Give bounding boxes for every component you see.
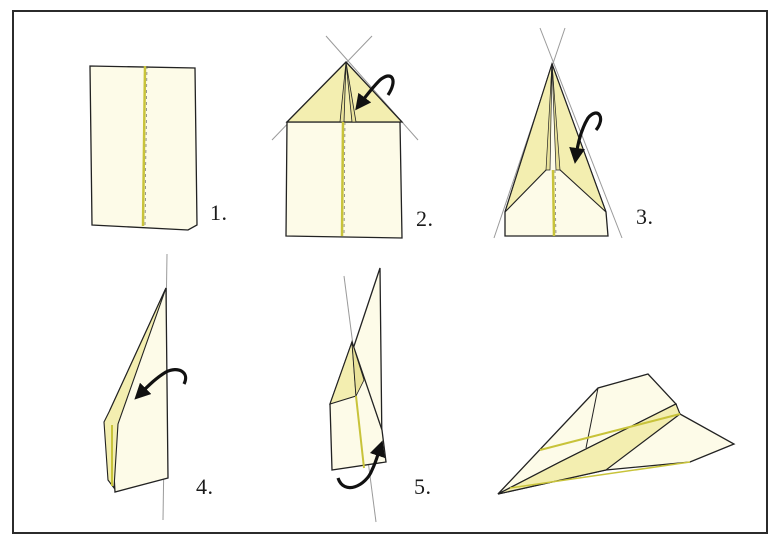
step-3-figure bbox=[493, 27, 623, 239]
step-2-number: 2. bbox=[416, 206, 434, 231]
step-3-fold-arrow bbox=[569, 111, 603, 164]
step-3-number: 3. bbox=[636, 204, 654, 229]
finished-paper-airplane bbox=[497, 373, 736, 495]
step-1-center-crease bbox=[141, 65, 147, 227]
step-4-side-flap bbox=[103, 287, 167, 490]
step-5-fold-arrow bbox=[336, 440, 386, 490]
step-1-number: 1. bbox=[210, 200, 228, 225]
step-5-figure bbox=[329, 267, 387, 523]
step-2-figure bbox=[271, 35, 419, 239]
step-5-number: 5. bbox=[414, 474, 432, 499]
step-1-figure bbox=[89, 65, 198, 231]
step-2-fold-arrow bbox=[355, 74, 395, 111]
step-4-figure bbox=[103, 253, 188, 521]
step-4-fold-arrow bbox=[134, 368, 188, 400]
step-5-inner-fold bbox=[329, 341, 357, 405]
step-4-number: 4. bbox=[196, 474, 214, 499]
